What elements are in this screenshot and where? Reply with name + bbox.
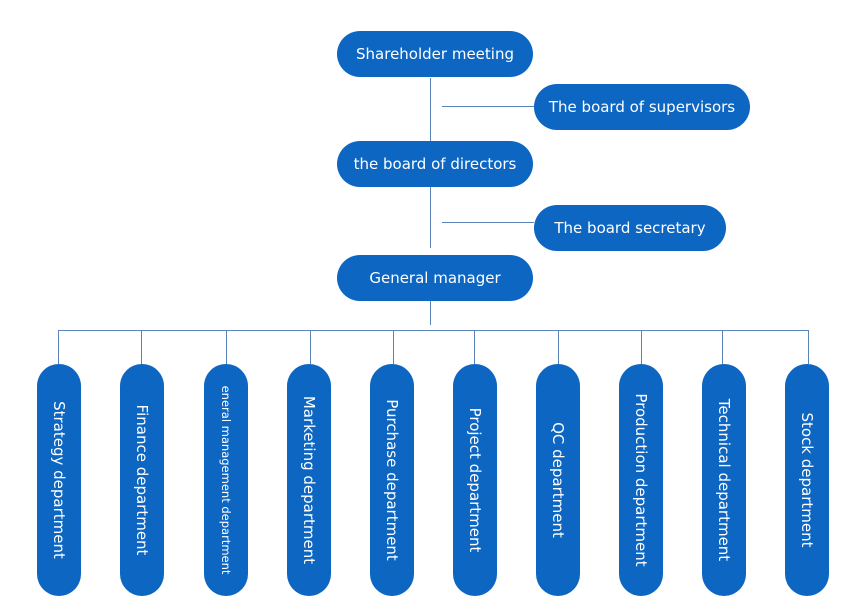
drop-line xyxy=(722,330,723,364)
dept-label: Strategy department xyxy=(50,401,68,559)
dept-label: Purchase department xyxy=(383,399,401,561)
drop-line xyxy=(808,330,809,364)
drop-line xyxy=(474,330,475,364)
drop-line xyxy=(393,330,394,364)
department-bar xyxy=(58,330,809,331)
dept-technical: Technical department xyxy=(702,364,746,596)
node-shareholder-meeting: Shareholder meeting xyxy=(337,31,533,77)
dept-label: Project department xyxy=(466,407,484,553)
dept-general-management: eneral management department xyxy=(204,364,248,596)
dept-label: Production department xyxy=(632,393,650,567)
dept-label: Stock department xyxy=(798,412,816,548)
node-general-manager: General manager xyxy=(337,255,533,301)
dept-label: QC department xyxy=(549,422,567,538)
drop-line xyxy=(58,330,59,364)
trunk-line-lower xyxy=(430,300,431,325)
branch-line-secretary xyxy=(442,222,534,223)
node-board-of-directors: the board of directors xyxy=(337,141,533,187)
drop-line xyxy=(558,330,559,364)
drop-line xyxy=(310,330,311,364)
dept-purchase: Purchase department xyxy=(370,364,414,596)
dept-label: Technical department xyxy=(715,398,733,562)
node-board-secretary: The board secretary xyxy=(534,205,726,251)
dept-label: Marketing department xyxy=(300,395,318,565)
dept-stock: Stock department xyxy=(785,364,829,596)
dept-qc: QC department xyxy=(536,364,580,596)
node-board-of-supervisors: The board of supervisors xyxy=(534,84,750,130)
dept-finance: Finance department xyxy=(120,364,164,596)
drop-line xyxy=(141,330,142,364)
drop-line xyxy=(226,330,227,364)
dept-label: Finance department xyxy=(133,404,151,556)
dept-marketing: Marketing department xyxy=(287,364,331,596)
dept-strategy: Strategy department xyxy=(37,364,81,596)
branch-line-supervisors xyxy=(442,106,534,107)
dept-production: Production department xyxy=(619,364,663,596)
dept-project: Project department xyxy=(453,364,497,596)
drop-line xyxy=(641,330,642,364)
dept-label: eneral management department xyxy=(219,385,233,575)
